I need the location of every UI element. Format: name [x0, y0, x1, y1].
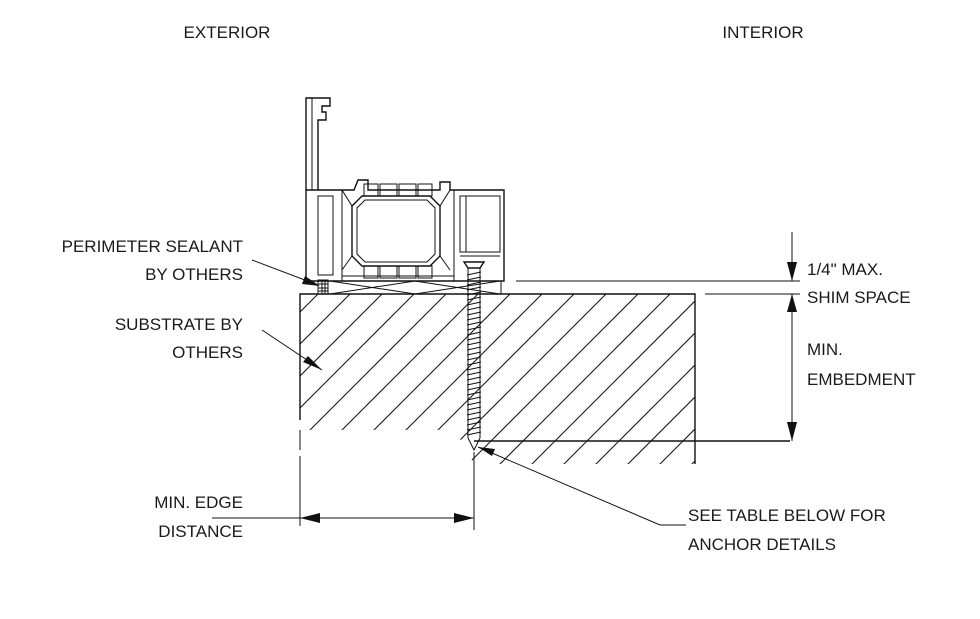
window-frame-section	[305, 97, 505, 282]
screw-thread	[466, 296, 482, 301]
screw-thread	[466, 326, 482, 331]
edge-distance-line-1: MIN. EDGE	[154, 493, 243, 512]
hatch-line	[296, 294, 397, 464]
embedment-dimension	[787, 294, 797, 441]
label-perimeter-sealant: PERIMETER SEALANT BY OTHERS	[62, 237, 243, 284]
edge-distance-line-2: DISTANCE	[158, 522, 243, 541]
screw-thread	[466, 346, 482, 351]
screw-thread	[466, 276, 482, 281]
embedment-line-2: EMBEDMENT	[807, 370, 916, 389]
hatch-line	[355, 294, 557, 464]
embedment-line-1: MIN.	[807, 340, 843, 359]
label-embedment: MIN. EMBEDMENT	[807, 340, 916, 389]
hatch-line	[547, 294, 695, 464]
label-shim-space: 1/4" MAX. SHIM SPACE	[807, 260, 911, 307]
substrate-line-2: OTHERS	[172, 343, 243, 362]
screw-thread	[466, 381, 482, 386]
shim-layer	[317, 279, 502, 295]
screw-thread	[466, 401, 482, 406]
hatch-line	[296, 294, 493, 464]
label-edge-distance: MIN. EDGE DISTANCE	[154, 493, 243, 541]
hatch-line	[932, 280, 980, 480]
shim-space-dimension	[516, 232, 800, 312]
hatch-line	[419, 294, 621, 464]
screw-thread	[466, 306, 482, 311]
screw-thread	[466, 281, 482, 286]
leader-lines	[251, 259, 686, 526]
screw-thread	[466, 376, 482, 381]
hatch-line	[964, 280, 980, 480]
screw-thread	[466, 406, 482, 411]
screw-thread	[466, 271, 482, 276]
label-substrate: SUBSTRATE BY OTHERS	[115, 315, 243, 362]
anchor-screw	[462, 261, 486, 452]
screw-thread	[466, 356, 482, 361]
perimeter-sealant-line-2: BY OTHERS	[145, 265, 243, 284]
screw-thread	[466, 331, 482, 336]
screw-thread	[466, 291, 482, 296]
exterior-header: EXTERIOR	[184, 23, 271, 42]
substrate-line-1: SUBSTRATE BY	[115, 315, 243, 334]
hatch-line	[451, 294, 653, 464]
hatch-line	[296, 294, 301, 464]
edge-distance-dimension	[212, 452, 475, 530]
screw-thread	[466, 301, 482, 306]
screw-thread	[466, 351, 482, 356]
hatch-line	[296, 294, 429, 464]
hatch-line	[579, 294, 695, 464]
screw-thread	[466, 366, 482, 371]
screw-thread	[466, 396, 482, 401]
label-anchor-details: SEE TABLE BELOW FOR ANCHOR DETAILS	[688, 506, 886, 554]
screw-thread	[466, 341, 482, 346]
screw-thread	[466, 316, 482, 321]
shim-space-line-1: 1/4" MAX.	[807, 260, 883, 279]
anchor-details-line-2: ANCHOR DETAILS	[688, 535, 836, 554]
screw-thread	[466, 371, 482, 376]
perimeter-sealant-line-1: PERIMETER SEALANT	[62, 237, 243, 256]
hatch-line	[611, 294, 695, 464]
screw-thread	[466, 311, 482, 316]
screw-thread	[466, 416, 482, 421]
hatch-line	[296, 294, 461, 464]
screw-thread	[466, 286, 482, 291]
hatch-line	[643, 294, 695, 464]
screw-thread	[466, 391, 482, 396]
shim-space-line-2: SHIM SPACE	[807, 288, 911, 307]
hatch-line	[515, 294, 695, 464]
screw-thread	[466, 361, 482, 366]
screw-thread	[466, 411, 482, 416]
screw-thread	[466, 386, 482, 391]
screw-thread	[466, 336, 482, 341]
interior-header: INTERIOR	[722, 23, 803, 42]
screw-thread	[466, 321, 482, 326]
perimeter-sealant-bead	[317, 279, 329, 295]
screw-thread	[466, 431, 482, 436]
screw-thread	[466, 426, 482, 431]
anchor-details-line-1: SEE TABLE BELOW FOR	[688, 506, 886, 525]
hatch-line	[483, 294, 685, 464]
screw-thread	[466, 421, 482, 426]
hatch-line	[296, 294, 365, 464]
hatch-line	[296, 294, 333, 464]
